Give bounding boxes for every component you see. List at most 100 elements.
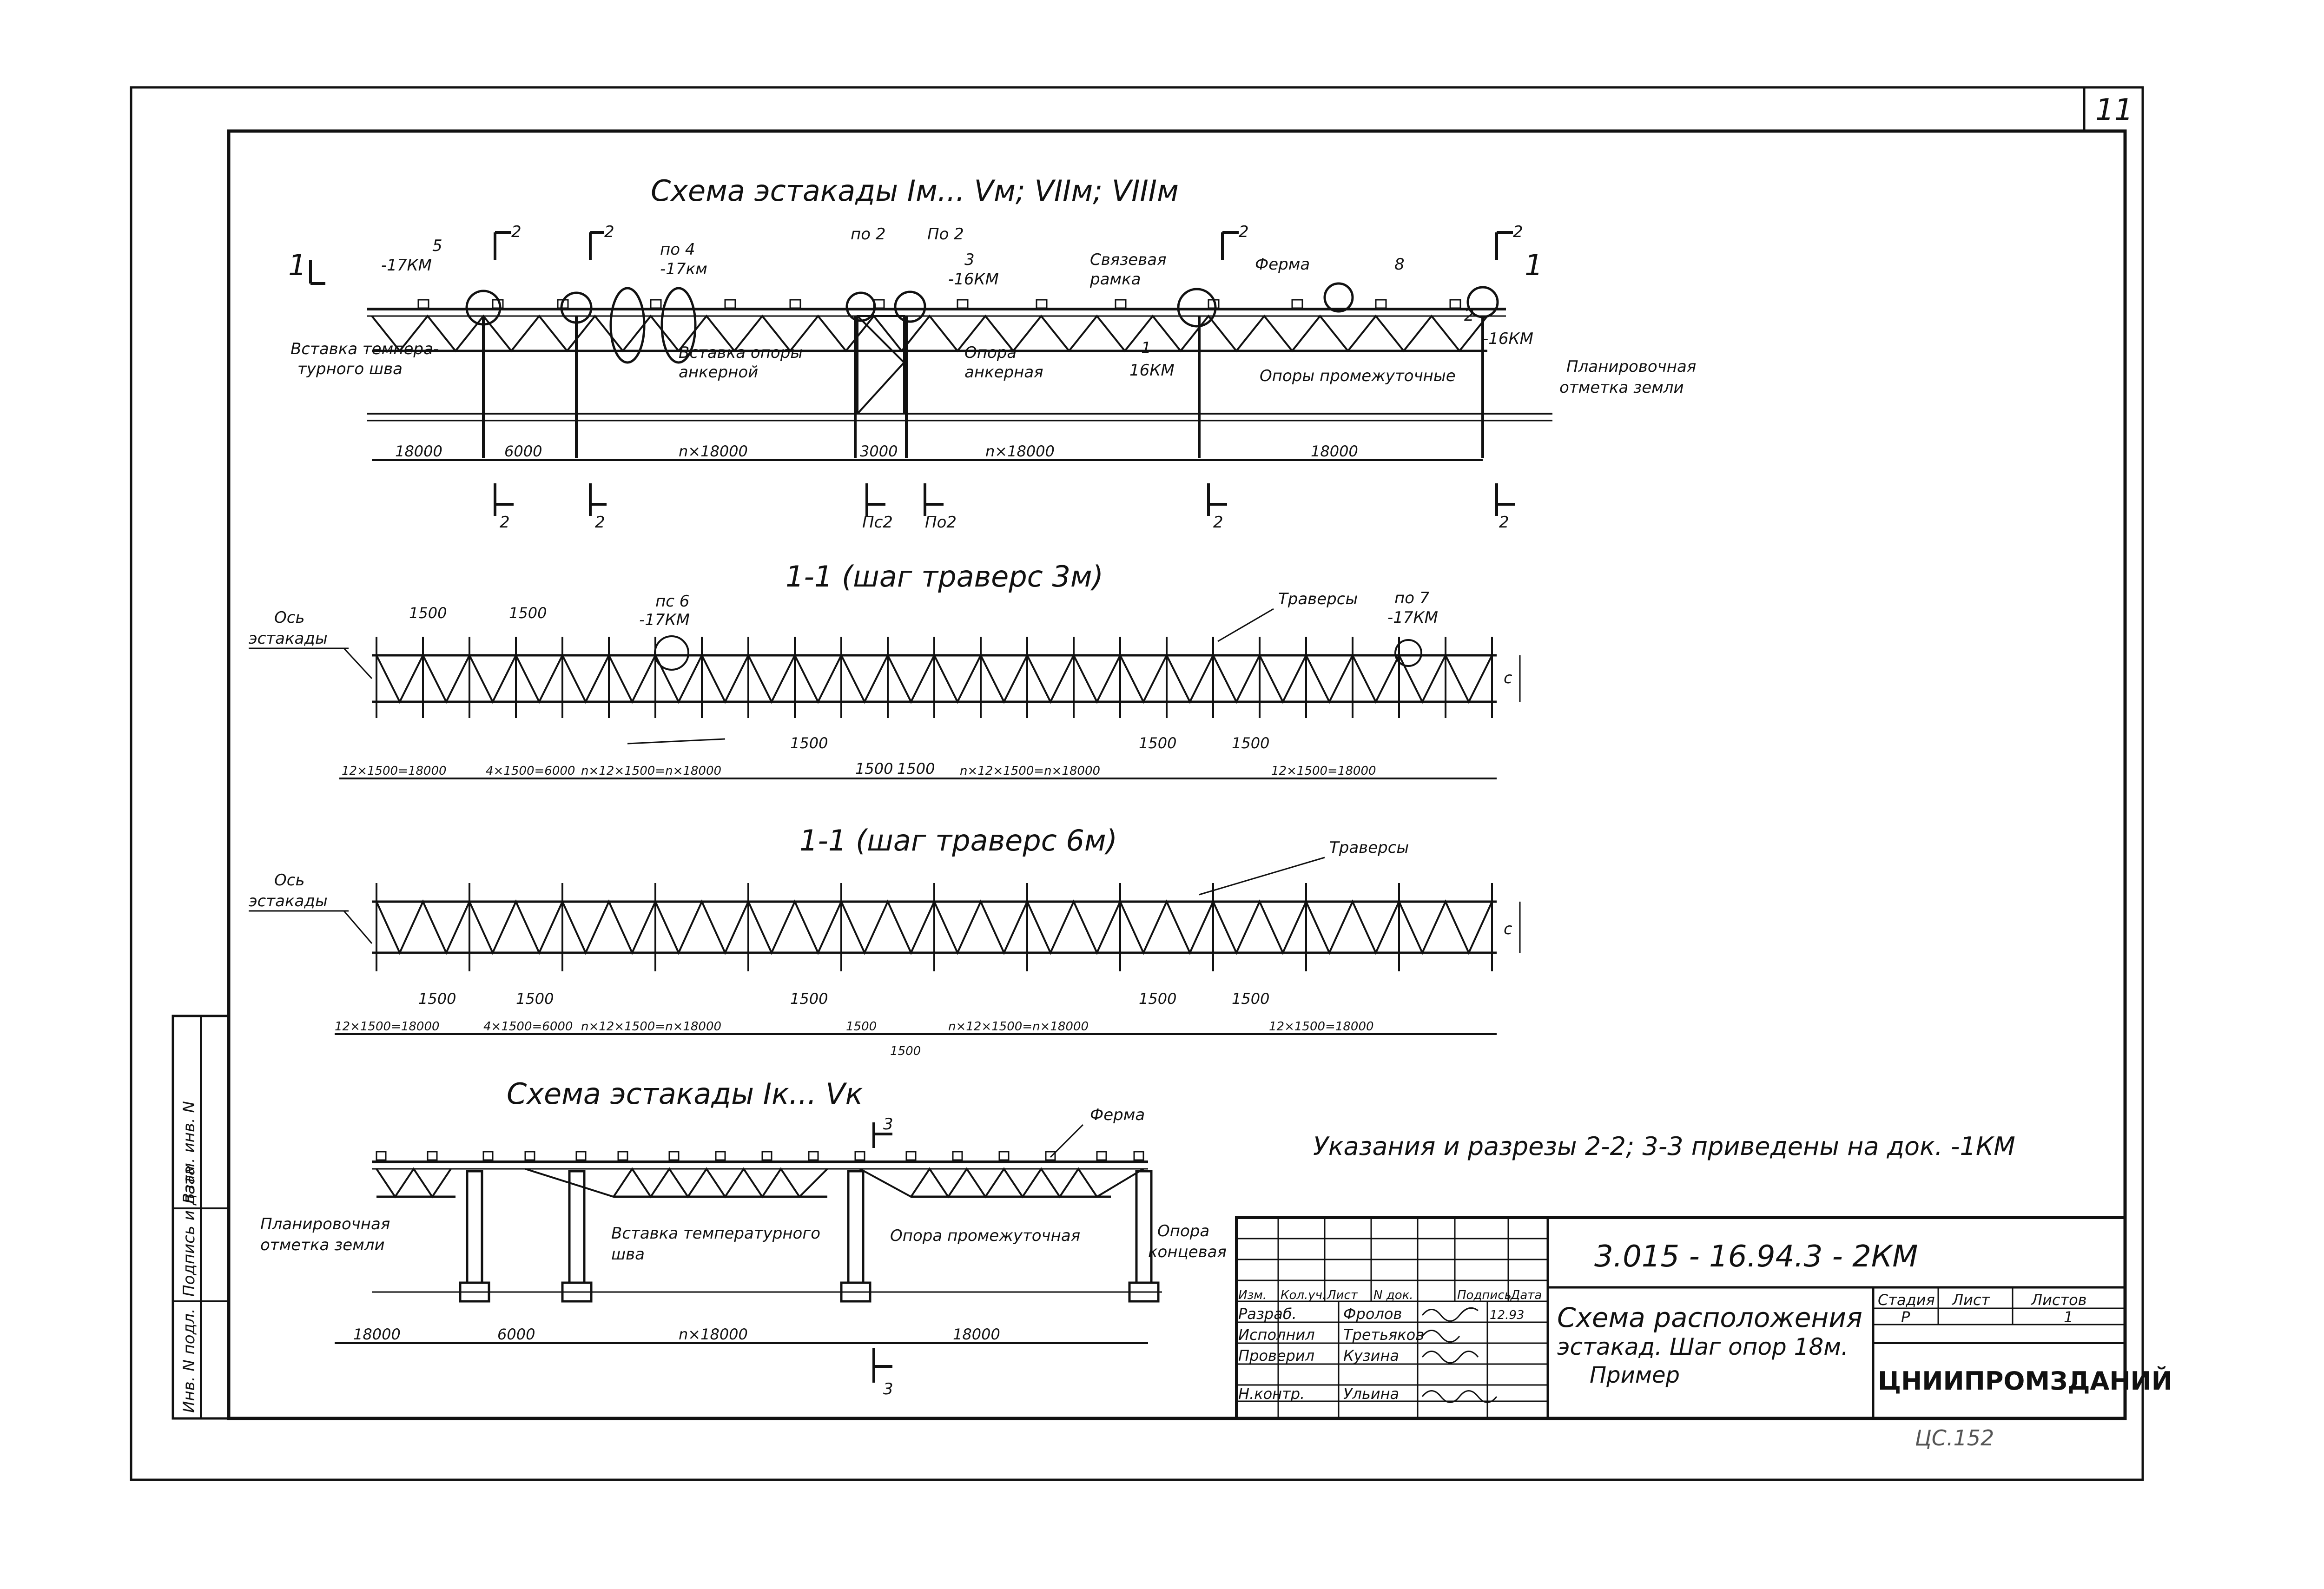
- bottom-stamp: ЦС.152: [1915, 1425, 1994, 1451]
- svg-text:1: 1: [1141, 339, 1151, 357]
- svg-text:По2: По2: [925, 513, 957, 532]
- svg-text:анкерной: анкерной: [679, 363, 758, 382]
- svg-text:Планировочная: Планировочная: [1566, 357, 1696, 376]
- svg-text:Исполнил: Исполнил: [1238, 1326, 1315, 1344]
- svg-text:4×1500=6000: 4×1500=6000: [486, 764, 575, 778]
- svg-text:-17КМ: -17КМ: [1387, 608, 1438, 627]
- svg-text:-16КМ: -16КМ: [948, 270, 999, 289]
- svg-text:2: 2: [1239, 223, 1249, 241]
- scheme-bottom-title: Схема эстакады Iк... Vк: [507, 1077, 863, 1111]
- svg-text:1500: 1500: [509, 604, 547, 622]
- svg-text:1500: 1500: [897, 760, 935, 778]
- svg-text:n×18000: n×18000: [985, 442, 1055, 460]
- svg-text:n×12×1500=n×18000: n×12×1500=n×18000: [581, 1020, 721, 1034]
- svg-text:Вставка температурного: Вставка температурного: [611, 1224, 820, 1243]
- svg-text:6000: 6000: [497, 1325, 535, 1343]
- svg-text:2: 2: [500, 513, 510, 532]
- svg-text:пс 6: пс 6: [655, 592, 689, 611]
- cut-marker-left: 1: [288, 248, 306, 282]
- svg-text:1500: 1500: [890, 1044, 921, 1058]
- section-6m-title: 1-1 (шаг траверс 6м): [799, 824, 1117, 857]
- svg-text:концевая: концевая: [1148, 1243, 1227, 1261]
- svg-text:3000: 3000: [860, 442, 898, 460]
- svg-text:18000: 18000: [953, 1325, 1000, 1343]
- svg-text:-16КМ: -16КМ: [1483, 330, 1533, 348]
- svg-text:Вставка опоры: Вставка опоры: [679, 343, 803, 362]
- svg-text:Дата: Дата: [1510, 1288, 1542, 1302]
- svg-text:2: 2: [1213, 513, 1223, 532]
- svg-text:1500: 1500: [516, 990, 554, 1008]
- svg-text:Схема расположения: Схема расположения: [1557, 1302, 1862, 1333]
- svg-text:3: 3: [964, 251, 975, 269]
- outer-frame: [130, 86, 2144, 1481]
- svg-text:Третьяков: Третьяков: [1343, 1326, 1424, 1344]
- svg-text:3: 3: [883, 1380, 893, 1398]
- svg-text:эстакады: эстакады: [249, 892, 328, 910]
- section-6m: 1-1 (шаг траверс 6м) Ось эстакады Травер…: [249, 824, 1521, 1058]
- svg-text:анкерная: анкерная: [964, 363, 1043, 382]
- svg-text:турного шва: турного шва: [297, 360, 403, 378]
- svg-text:Связевая: Связевая: [1090, 251, 1167, 269]
- svg-text:1: 1: [1525, 248, 1543, 282]
- svg-text:Листов: Листов: [2031, 1291, 2087, 1309]
- svg-text:Ферма: Ферма: [1090, 1106, 1145, 1124]
- svg-text:по 4: по 4: [660, 240, 695, 259]
- section-3m-title: 1-1 (шаг траверс 3м): [786, 560, 1103, 593]
- page-number: 11: [2095, 93, 2133, 127]
- svg-text:N док.: N док.: [1373, 1288, 1413, 1302]
- svg-text:по 7: по 7: [1394, 589, 1430, 607]
- svg-text:2: 2: [511, 223, 522, 241]
- svg-text:Опора промежуточная: Опора промежуточная: [890, 1226, 1080, 1245]
- svg-text:12×1500=18000: 12×1500=18000: [1269, 1020, 1374, 1034]
- svg-text:-17КМ: -17КМ: [639, 611, 690, 629]
- scheme-bottom: Схема эстакады Iк... Vк 3: [260, 1077, 1227, 1398]
- svg-text:18000: 18000: [395, 442, 442, 460]
- svg-text:Опоры промежуточные: Опоры промежуточные: [1260, 367, 1456, 385]
- svg-text:Лист: Лист: [1327, 1288, 1358, 1302]
- org-name: ЦНИИПРОМЗДАНИЙ: [1878, 1366, 2172, 1396]
- svg-text:16КМ: 16КМ: [1129, 361, 1175, 380]
- svg-text:Вставка темпера-: Вставка темпера-: [290, 340, 439, 358]
- svg-text:1500: 1500: [1139, 990, 1176, 1008]
- svg-text:2: 2: [595, 513, 605, 532]
- svg-text:Н.контр.: Н.контр.: [1238, 1385, 1305, 1403]
- svg-text:Кол.уч.: Кол.уч.: [1281, 1288, 1326, 1302]
- svg-text:1500: 1500: [846, 1020, 877, 1034]
- svg-text:эстакады: эстакады: [249, 629, 328, 648]
- svg-text:отметка земли: отметка земли: [260, 1236, 385, 1254]
- svg-text:n×18000: n×18000: [679, 442, 748, 460]
- scheme-top: Схема эстакады Iм... Vм; VIIм; VIIIм 1 1: [288, 174, 1696, 532]
- svg-text:Ось: Ось: [274, 871, 305, 890]
- svg-text:2: 2: [1499, 513, 1509, 532]
- side-stamp-inv: Инв. N подл.: [180, 1308, 198, 1413]
- svg-text:рамка: рамка: [1089, 270, 1141, 289]
- svg-text:Кузина: Кузина: [1343, 1347, 1399, 1365]
- svg-text:Опора: Опора: [1157, 1222, 1209, 1240]
- svg-text:1500: 1500: [418, 990, 456, 1008]
- svg-text:с: с: [1504, 920, 1512, 938]
- svg-text:2: 2: [1464, 306, 1474, 325]
- svg-text:эстакад. Шаг опор 18м.: эстакад. Шаг опор 18м.: [1557, 1333, 1849, 1360]
- note-text: Указания и разрезы 2-2; 3-3 приведены на…: [1313, 1132, 2015, 1161]
- svg-text:12×1500=18000: 12×1500=18000: [335, 1020, 440, 1034]
- svg-text:-17КМ: -17КМ: [381, 256, 432, 275]
- svg-text:Траверсы: Траверсы: [1278, 590, 1358, 608]
- scheme-top-title: Схема эстакады Iм... Vм; VIIм; VIIIм: [651, 174, 1179, 208]
- svg-text:2: 2: [1513, 223, 1523, 241]
- svg-text:с: с: [1504, 669, 1512, 687]
- svg-text:Траверсы: Траверсы: [1329, 838, 1409, 857]
- section-3m: 1-1 (шаг траверс 3м) Ось эстакады: [249, 560, 1521, 779]
- inner-frame: [227, 129, 2127, 1420]
- svg-text:8: 8: [1394, 255, 1405, 274]
- svg-text:n×12×1500=n×18000: n×12×1500=n×18000: [581, 764, 721, 778]
- svg-text:1500: 1500: [1232, 734, 1269, 752]
- svg-text:1500: 1500: [1232, 990, 1269, 1008]
- svg-text:12×1500=18000: 12×1500=18000: [342, 764, 447, 778]
- title-block: Изм. Кол.уч. Лист N док. Подпись Дата Ра…: [1235, 1216, 2172, 1420]
- svg-text:n×12×1500=n×18000: n×12×1500=n×18000: [960, 764, 1100, 778]
- svg-text:1500: 1500: [409, 604, 447, 622]
- svg-text:1500: 1500: [1139, 734, 1176, 752]
- side-stamp-replace: Взам. инв. N: [180, 1101, 198, 1204]
- svg-text:12×1500=18000: 12×1500=18000: [1271, 764, 1376, 778]
- svg-text:Фролов: Фролов: [1343, 1305, 1402, 1323]
